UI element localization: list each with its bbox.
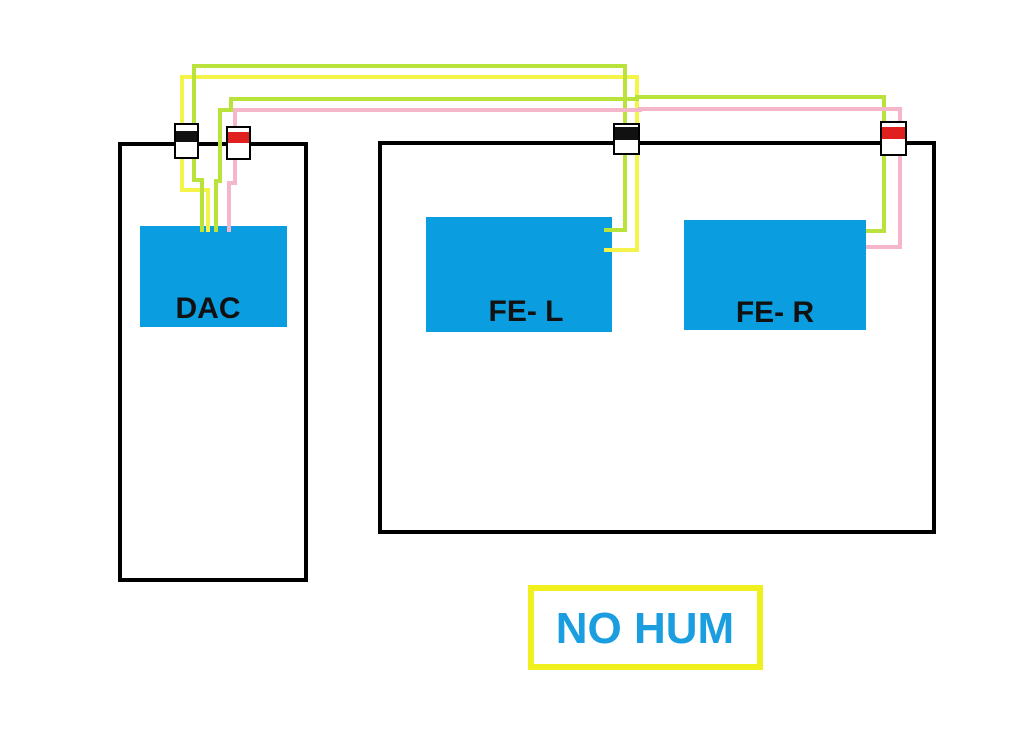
frontend-enclosure: [378, 141, 936, 534]
wire-pink-right-channel: [227, 107, 902, 249]
dac-enclosure: [118, 142, 308, 582]
wire-yellow-left-channel: [180, 75, 639, 252]
fe-right-label: FE- R: [736, 296, 815, 329]
status-badge: [528, 585, 763, 670]
jack-dac-red: [226, 126, 251, 160]
jack-fe-left-black: [613, 123, 640, 155]
jack-dac-black: [174, 123, 199, 159]
fe-left-module: [426, 217, 612, 332]
fe-left-label: FE- L: [489, 295, 564, 328]
fe-right-module: [684, 220, 866, 330]
dac-label: DAC: [176, 292, 241, 325]
dac-module: [140, 226, 287, 327]
wire-green-left-channel: [192, 64, 627, 232]
status-badge-text: NO HUM: [556, 604, 734, 653]
jack-fe-right-red: [880, 121, 907, 156]
